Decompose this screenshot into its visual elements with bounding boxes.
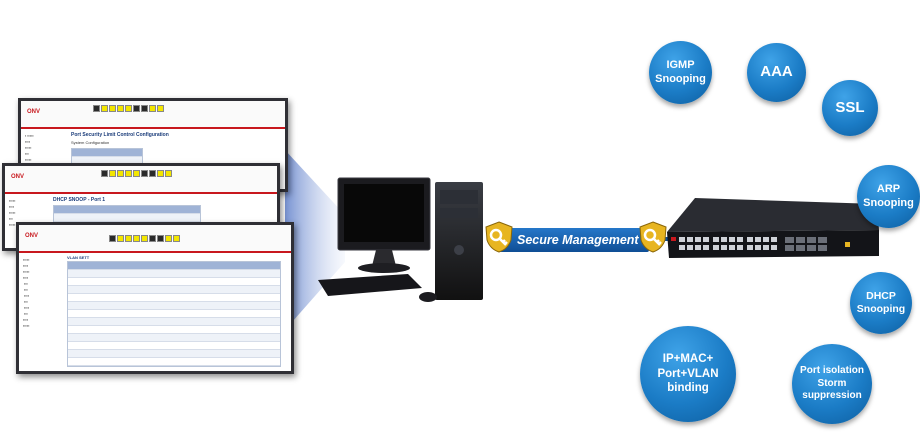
page-title: DHCP SNOOP - Port 1: [53, 197, 106, 203]
port-panel: [101, 170, 172, 177]
brand-logo: ONV: [25, 233, 39, 239]
feature-dhcp-snooping: DHCP Snooping: [850, 272, 912, 334]
screenshot-port-security: ONV ▪ ▪▪▪▪▪▪▪▪▪▪▪▪▪▪▪▪▪▪▪▪▪▪▪▪▪▪▪ Port S…: [18, 98, 288, 192]
feature-port-isolation-storm-suppression: Port isolation Storm suppression: [792, 344, 872, 424]
secure-management-banner: Secure Management: [497, 228, 649, 252]
brand-logo: ONV: [11, 174, 25, 180]
window-header: ONV: [19, 225, 291, 253]
vlan-table: [67, 261, 281, 367]
screenshot-vlan-settings: ONV ▪▪▪▪▪▪▪▪▪▪▪▪▪▪▪▪▪▪ ▪▪▪ ▪▪▪ ▪▪▪▪ ▪▪▪ …: [16, 222, 294, 374]
window-header: ONV: [5, 166, 277, 194]
section-title: System Configuration: [71, 140, 110, 145]
shield-key-icon: [485, 221, 513, 253]
page-title: Port Security Limit Control Configuratio…: [71, 132, 169, 138]
feature-aaa: AAA: [747, 43, 806, 102]
shield-key-icon: [639, 221, 667, 253]
feature-igmp-snooping: IGMP Snooping: [649, 41, 712, 104]
banner-label: Secure Management: [517, 233, 639, 247]
computer: [318, 177, 483, 302]
nav-menu: ▪▪▪▪▪▪▪▪▪▪▪▪▪▪▪▪▪▪ ▪▪▪ ▪▪▪ ▪▪▪▪ ▪▪▪ ▪▪▪▪…: [23, 258, 30, 328]
window-header: ONV: [21, 101, 285, 129]
feature-arp-snooping: ARP Snooping: [857, 165, 920, 228]
brand-logo: ONV: [27, 109, 41, 115]
feature-ssl: SSL: [822, 80, 878, 136]
feature-ip-mac-port-vlan-binding: IP+MAC+ Port+VLAN binding: [640, 326, 736, 422]
page-title: VLAN SETT: [67, 255, 90, 260]
nav-menu: ▪▪▪▪▪▪▪▪▪▪▪▪▪▪▪▪▪▪▪▪▪▪: [9, 199, 16, 227]
port-panel: [93, 105, 164, 112]
port-panel: [109, 235, 180, 242]
network-switch: [667, 198, 879, 258]
